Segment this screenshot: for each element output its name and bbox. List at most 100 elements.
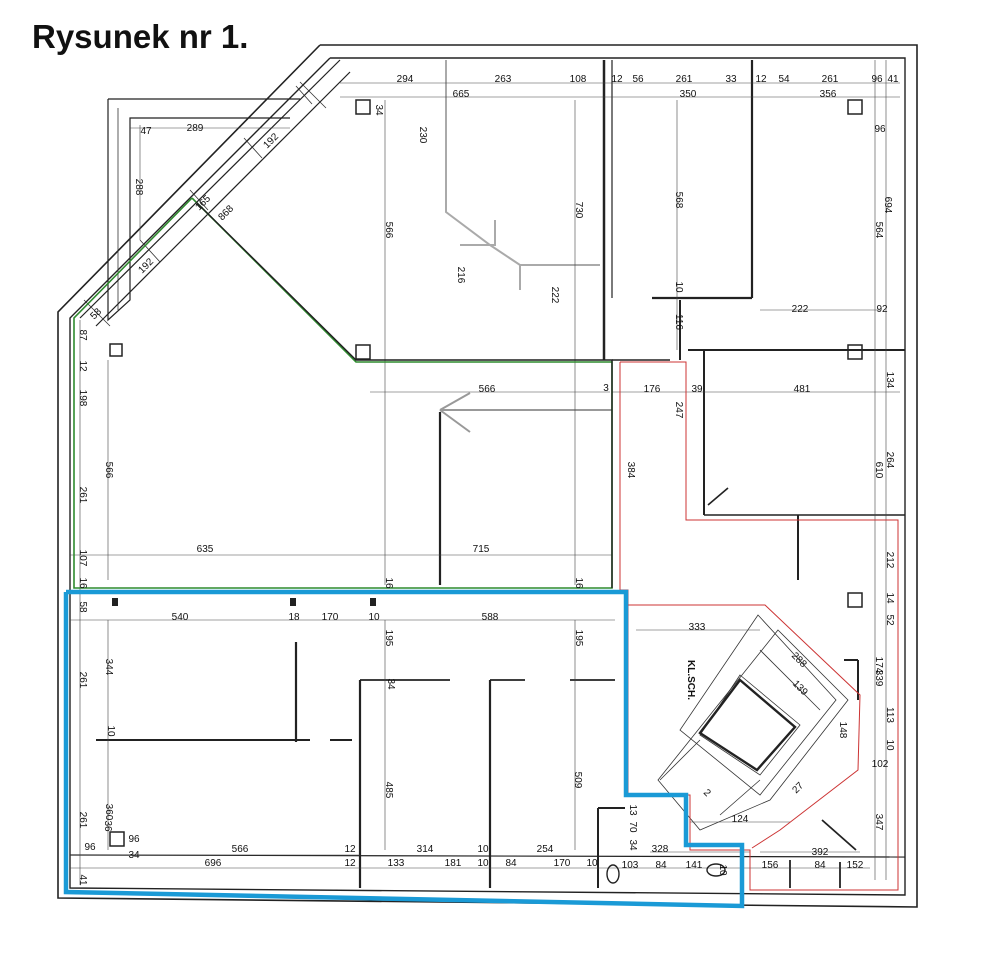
dimension-label: 84 (814, 860, 826, 871)
dimension-label: 198 (77, 390, 88, 407)
dimension-label: 10 (884, 739, 895, 751)
dimension-label: 3 (603, 383, 609, 394)
dimension-label: 116 (673, 314, 684, 330)
dimension-label: 356 (820, 89, 837, 100)
dimension-label: 16 (77, 577, 88, 589)
dimension-label: 133 (388, 858, 405, 869)
dimension-label: 261 (77, 672, 88, 689)
dimension-label: 103 (622, 860, 639, 871)
dimension-label: 588 (482, 612, 499, 623)
dimension-label: 392 (812, 847, 829, 858)
dimension-label: 12 (611, 74, 623, 85)
staircase-label: KL.SCH. (685, 660, 696, 700)
dimension-label: 16 (573, 577, 584, 589)
dimension-label: 56 (632, 74, 644, 85)
dimension-label: 10 (368, 612, 380, 623)
dimension-label: 384 (625, 462, 636, 479)
dimension-label: 34 (627, 839, 638, 851)
dimension-label: 170 (554, 858, 571, 869)
dimension-label: 10 (586, 858, 598, 869)
dimension-label: 216 (455, 267, 466, 284)
dimension-label: 314 (417, 844, 434, 855)
dimension-label: 10 (717, 864, 728, 876)
dimension-label: 47 (140, 126, 152, 137)
dimension-label: 107 (77, 550, 88, 567)
dimension-label: 18 (288, 612, 300, 623)
dimension-label: 481 (794, 384, 811, 395)
dimension-label: 868 (216, 203, 236, 223)
dimension-label: 485 (383, 782, 394, 799)
dimension-lines (70, 60, 900, 885)
green-zone-dark-edge (195, 201, 613, 588)
dimension-label: 156 (762, 860, 779, 871)
dimension-label: 96 (871, 74, 883, 85)
dimension-label: 181 (445, 858, 462, 869)
dimension-label: 192 (261, 131, 281, 151)
dimension-label: 102 (872, 759, 889, 770)
blue-zone-outline (63, 589, 745, 909)
dimension-label: 261 (77, 487, 88, 504)
dimension-label: 730 (573, 202, 584, 219)
dimension-label: 14 (884, 592, 895, 604)
dimension-label: 360 (103, 804, 114, 821)
dimension-label: 247 (673, 402, 684, 419)
dimension-label: 10 (477, 844, 489, 855)
dimension-label: 540 (172, 612, 189, 623)
dimension-label: 87 (77, 329, 88, 341)
dimension-label: 12 (344, 844, 356, 855)
dimension-label: 34 (373, 104, 384, 116)
dimension-label: 176 (644, 384, 661, 395)
dimension-label: 635 (197, 544, 214, 555)
dimension-label: 34 (128, 850, 140, 861)
dimension-label: 41 (887, 74, 899, 85)
dimension-label: 261 (77, 812, 88, 829)
dimension-label: 222 (792, 304, 809, 315)
dimension-label: 141 (686, 860, 703, 871)
dimension-label: 230 (417, 127, 428, 144)
dimension-label: 96 (874, 124, 886, 135)
dimension-label: 16 (383, 577, 394, 589)
dimension-label: 170 (322, 612, 339, 623)
dimension-label: 96 (128, 834, 140, 845)
dimension-label: 344 (103, 659, 114, 676)
dimension-label: 195 (573, 630, 584, 647)
columns (109, 99, 863, 847)
dimension-label: 84 (655, 860, 667, 871)
interior-walls (69, 60, 906, 888)
dimension-label: 566 (383, 222, 394, 239)
dimension-label: 34 (385, 678, 396, 690)
dimension-label: 350 (680, 89, 697, 100)
dimension-label: 12 (755, 74, 767, 85)
dimension-label: 96 (84, 842, 96, 853)
red-zone-stair-outline (628, 604, 861, 849)
dimension-label: 39 (691, 384, 703, 395)
dimension-label: 174 (873, 657, 884, 674)
dimension-label: 509 (572, 772, 583, 789)
dimension-label: 195 (383, 630, 394, 647)
dimension-label: 261 (822, 74, 839, 85)
dimension-label: 263 (495, 74, 512, 85)
dimension-label: 54 (778, 74, 790, 85)
dimension-label: 222 (549, 287, 560, 304)
dimension-label: 41 (77, 874, 88, 886)
dimension-label: 347 (873, 814, 884, 831)
dimension-label: 339 (873, 670, 884, 687)
dimension-label: 58 (77, 601, 88, 613)
dimension-label: 36 (102, 820, 113, 832)
dimension-label: 566 (232, 844, 249, 855)
dimension-label: 13 (627, 804, 638, 816)
staircase (657, 614, 849, 831)
dimension-label: 124 (732, 814, 749, 825)
dimension-label: 27 (790, 780, 806, 796)
dimension-label: 148 (837, 722, 848, 739)
dimension-label: 10 (477, 858, 489, 869)
dimension-label: 84 (505, 858, 517, 869)
dimension-label: 665 (453, 89, 470, 100)
dimension-label: 261 (676, 74, 693, 85)
dimension-label: 289 (187, 123, 204, 134)
dimension-label: 2 (701, 787, 713, 799)
toilet-fixtures (606, 863, 726, 884)
dimension-label: 288 (133, 179, 144, 196)
